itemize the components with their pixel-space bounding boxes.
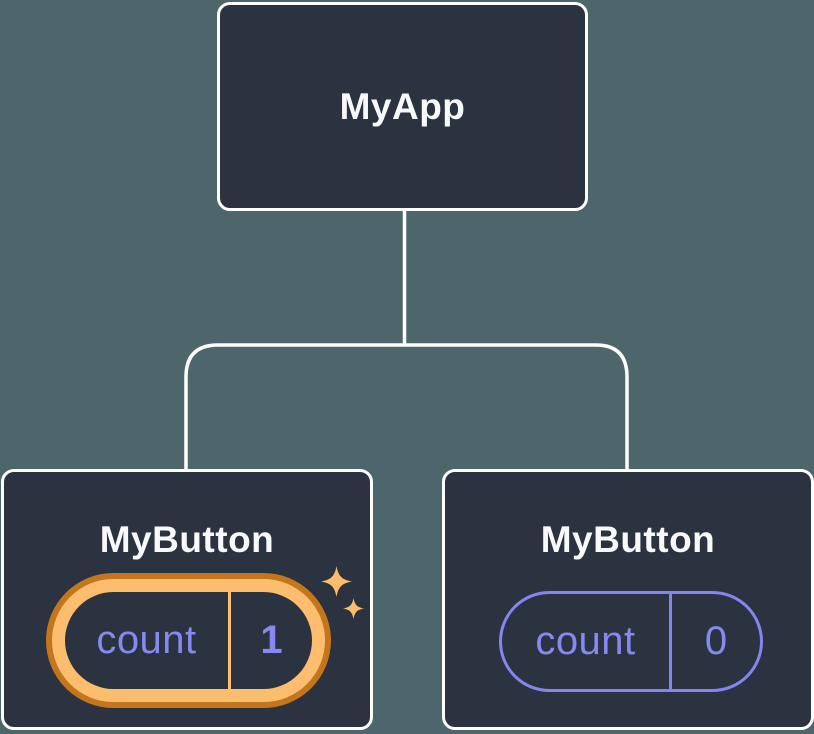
sparkle-icon-large [321, 566, 352, 597]
pill-divider [669, 594, 672, 689]
state-highlight-ring-inner: count 1 [52, 579, 325, 702]
state-pill-updated: count 1 [65, 592, 312, 689]
state-name-label: count [535, 619, 636, 663]
node-myapp: MyApp [217, 2, 588, 211]
state-name-label: count [96, 618, 197, 662]
connector-branch [184, 343, 629, 471]
node-mybutton-plain: MyButton count 0 [442, 469, 814, 730]
pill-divider [228, 592, 231, 689]
node-mybutton-updated: MyButton count 1 [1, 469, 373, 730]
state-value-label: 1 [260, 618, 283, 662]
state-value-label: 0 [704, 619, 728, 663]
node-myapp-label: MyApp [339, 85, 466, 127]
sparkle-icon-small [343, 598, 364, 619]
state-highlight-ring: count 1 [46, 573, 331, 708]
node-mybutton-plain-label: MyButton [540, 519, 716, 560]
node-mybutton-updated-label: MyButton [99, 519, 275, 560]
state-pill-plain: count 0 [499, 591, 763, 692]
